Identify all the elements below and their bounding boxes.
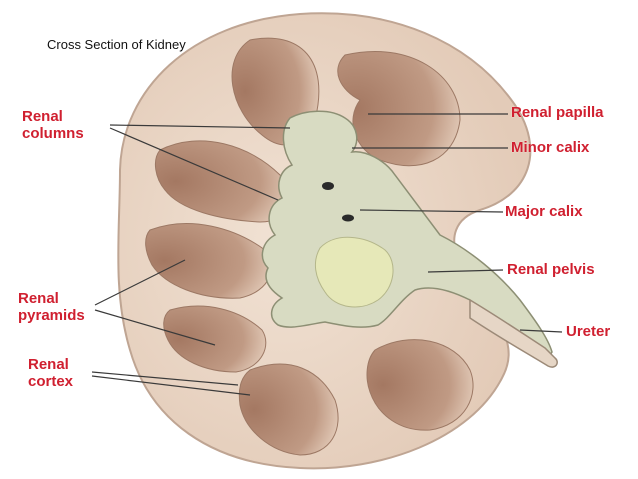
vessel-opening (342, 214, 354, 222)
pyramid-7 (366, 339, 474, 431)
leader-renal-pyramids (94, 309, 216, 346)
renal-sinus-fat (314, 236, 394, 308)
label-renal-pyramids: Renal pyramids (18, 290, 85, 324)
leader-renal-pyramids (94, 259, 186, 306)
label-renal-pelvis: Renal pelvis (507, 261, 595, 278)
leader-major-calix (359, 209, 504, 213)
leader-renal-cortex (91, 375, 251, 396)
label-line: columns (22, 125, 84, 142)
label-line: Renal (28, 356, 69, 373)
label-line: Renal (18, 290, 59, 307)
leader-lines (91, 113, 563, 396)
diagram-caption: Cross Section of Kidney (47, 37, 186, 52)
label-major-calix: Major calix (505, 203, 583, 220)
renal-pyramids (145, 37, 474, 456)
label-line: cortex (28, 373, 74, 390)
label-line: Renal (22, 108, 63, 125)
label-ureter: Ureter (566, 323, 611, 340)
pyramid-2 (337, 51, 461, 167)
leader-renal-columns (109, 127, 279, 201)
pyramid-3 (154, 140, 291, 223)
vessel-opening (322, 182, 334, 190)
label-minor-calix: Minor calix (511, 139, 590, 156)
leader-renal-cortex (91, 371, 239, 386)
leader-renal-columns (109, 124, 291, 129)
label-renal-cortex: Renal cortex (28, 356, 73, 390)
ureter-tube (469, 298, 558, 368)
label-renal-papilla: Renal papilla (511, 104, 604, 121)
pyramid-6 (238, 363, 339, 456)
pyramid-5 (163, 305, 267, 373)
leader-ureter (519, 329, 563, 333)
leader-renal-pelvis (427, 269, 504, 273)
label-line: pyramids (18, 307, 85, 324)
pyramid-4 (145, 223, 273, 299)
label-renal-columns: Renal columns (22, 108, 84, 142)
